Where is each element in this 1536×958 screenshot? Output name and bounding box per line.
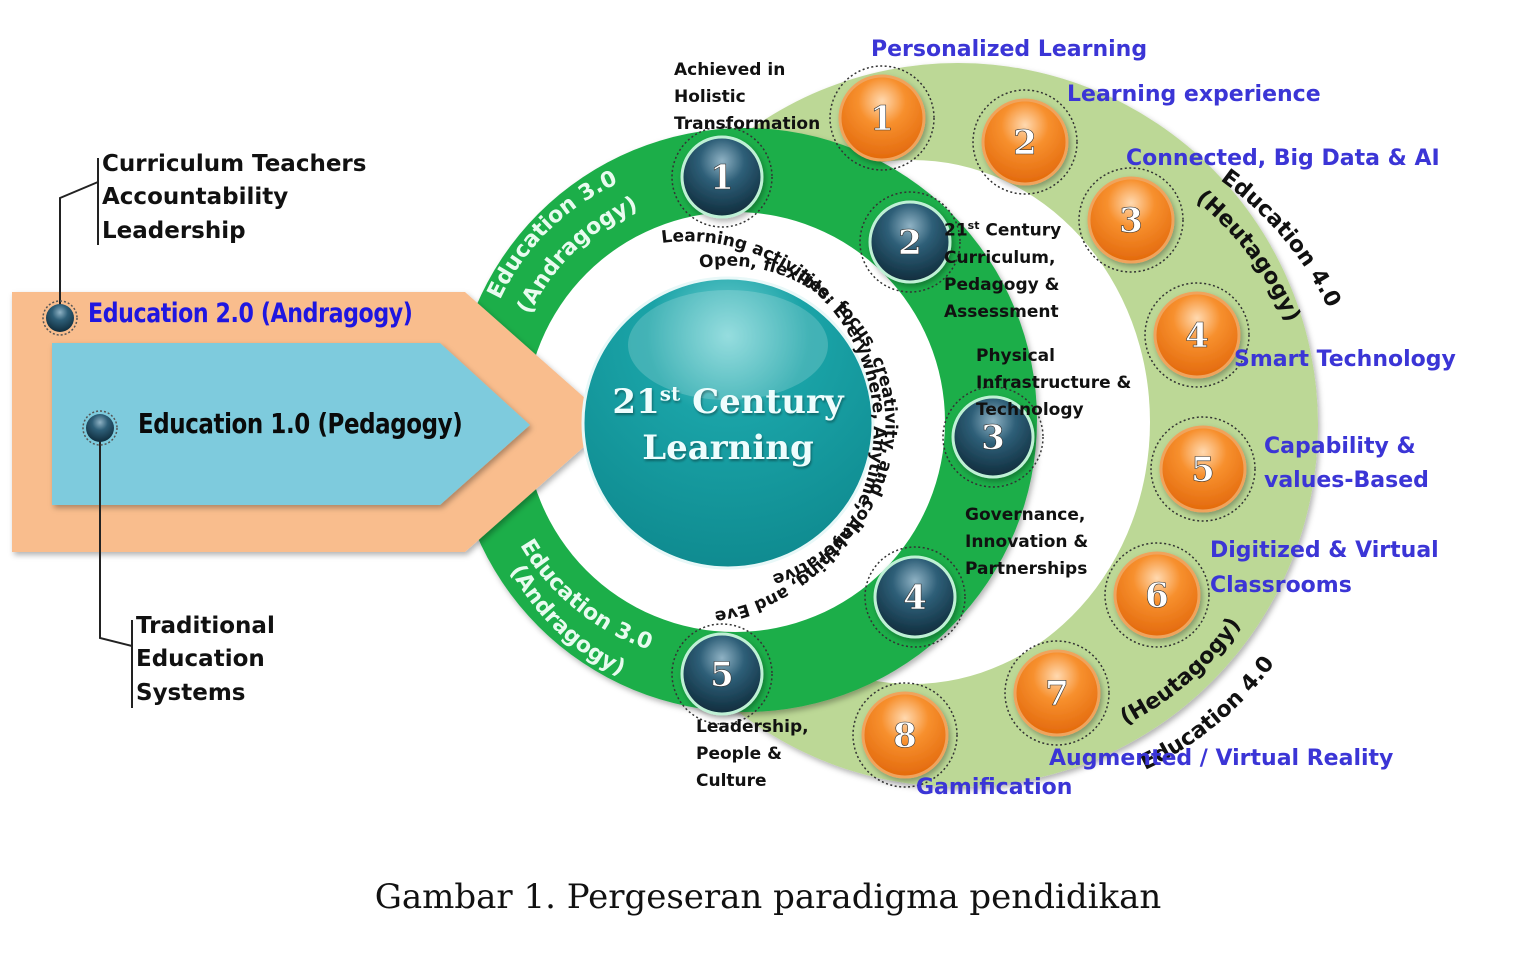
label-line: values-Based <box>1264 468 1429 493</box>
edu2-note: Curriculum Teachers Accountability Leade… <box>102 148 366 248</box>
label-line: Pedagogy & <box>944 274 1060 295</box>
edu2-note-line: Curriculum Teachers <box>102 151 367 177</box>
label-line: Innovation & <box>965 532 1089 552</box>
label-line: Digitized & Virtual <box>1210 538 1439 563</box>
edu3-node-1-label: Achieved in Holistic Transformation <box>674 57 820 138</box>
core-circle <box>581 276 875 570</box>
node-number: 8 <box>893 716 917 756</box>
edu4-node-4: 4 <box>1144 282 1250 388</box>
node-number: 5 <box>710 655 734 695</box>
edu1-note-line: Systems <box>136 679 246 706</box>
edu4-node-7-label: Augmented / Virtual Reality <box>1049 746 1394 771</box>
edu4-node-5: 5 <box>1150 416 1256 522</box>
core-title-rest: Century <box>680 382 844 422</box>
edu4-node-3: 3 <box>1078 167 1184 273</box>
node-number: 3 <box>1119 201 1143 241</box>
core-title-sup: st <box>659 381 681 406</box>
edu1-note-line: Traditional <box>136 613 275 639</box>
edu3-node-4-label: Governance, Innovation & Partnerships <box>965 502 1088 583</box>
label-line: Technology <box>976 400 1084 420</box>
label-line: Capability & <box>1264 434 1416 459</box>
edu2-connector-line <box>59 181 99 318</box>
edu3-node-5: 5 <box>671 623 773 725</box>
label-line: Culture <box>696 771 767 791</box>
label-line: Leadership, <box>696 717 809 737</box>
edu2-bullet-icon <box>42 300 78 336</box>
node-number: 2 <box>1013 123 1037 163</box>
edu1-note: Traditional Education Systems <box>136 610 275 710</box>
node-number: 1 <box>870 99 894 139</box>
edu1-bullet-icon <box>82 410 118 446</box>
education-1-title: Education 1.0 (Pedagogy) <box>138 407 463 440</box>
core-title: 21st Century Learning <box>583 380 873 472</box>
edu4-node-2: 2 <box>972 89 1078 195</box>
label-line: Partnerships <box>965 559 1088 579</box>
label-line: People & <box>696 744 782 764</box>
edu4-node-1: 1 <box>829 65 935 171</box>
node-number: 2 <box>898 223 922 263</box>
edu4-node-6: 6 <box>1104 542 1210 648</box>
node-number: 7 <box>1045 674 1069 714</box>
edu3-node-3-label: Physical Infrastructure & Technology <box>976 343 1131 424</box>
label-prefix: 21 <box>944 220 968 241</box>
figure-caption: Gambar 1. Pergeseran paradigma pendidika… <box>374 877 1162 917</box>
edu3-node-2: 2 <box>859 191 961 293</box>
label-line: Assessment <box>944 301 1059 322</box>
edu4-node-8: 8 <box>852 682 958 788</box>
edu4-node-7: 7 <box>1004 640 1110 746</box>
edu1-note-line: Education <box>136 646 265 673</box>
edu4-node-3-label: Connected, Big Data & AI <box>1126 146 1440 171</box>
label-line: Infrastructure & <box>976 373 1132 393</box>
edu1-connector-line <box>99 432 133 647</box>
node-number: 3 <box>981 418 1005 458</box>
edu4-node-6-label: Digitized & Virtual Classrooms <box>1210 533 1439 603</box>
edu3-node-1: 1 <box>671 126 773 228</box>
label-line: Century <box>979 220 1062 241</box>
edu2-note-line: Leadership <box>102 217 246 244</box>
label-line: Holistic <box>674 87 746 107</box>
edu3-node-2-label: 21st Century Curriculum, Pedagogy & Asse… <box>944 212 1061 326</box>
label-line: Transformation <box>674 114 821 134</box>
education-1-arrow <box>52 343 530 505</box>
edu3-node-5-label: Leadership, People & Culture <box>696 714 809 795</box>
edu3-node-3: 3 <box>942 386 1044 488</box>
connector-lines <box>59 158 133 708</box>
node-number: 4 <box>1185 316 1209 356</box>
edu4-node-8-label: Gamification <box>916 775 1073 800</box>
label-line: Governance, <box>965 505 1086 525</box>
node-number: 1 <box>710 158 734 198</box>
label-line: Curriculum, <box>944 247 1056 268</box>
edu3-node-4: 4 <box>864 546 966 648</box>
label-line: Physical <box>976 346 1055 366</box>
core-title-line2: Learning <box>642 427 814 468</box>
node-number: 5 <box>1191 450 1215 490</box>
education-2-title: Education 2.0 (Andragogy) <box>88 298 413 329</box>
label-line: Achieved in <box>674 60 786 80</box>
edu4-node-2-label: Learning experience <box>1067 82 1321 107</box>
edu4-node-4-label: Smart Technology <box>1234 347 1456 372</box>
core-title-prefix: 21 <box>612 382 660 422</box>
edu4-node-1-label: Personalized Learning <box>871 37 1148 62</box>
edu4-node-5-label: Capability & values-Based <box>1264 430 1429 498</box>
edu2-note-line: Accountability <box>102 184 289 211</box>
label-sup: st <box>967 219 980 232</box>
label-line: Classrooms <box>1210 573 1352 598</box>
node-number: 4 <box>903 578 927 618</box>
node-number: 6 <box>1145 576 1169 616</box>
